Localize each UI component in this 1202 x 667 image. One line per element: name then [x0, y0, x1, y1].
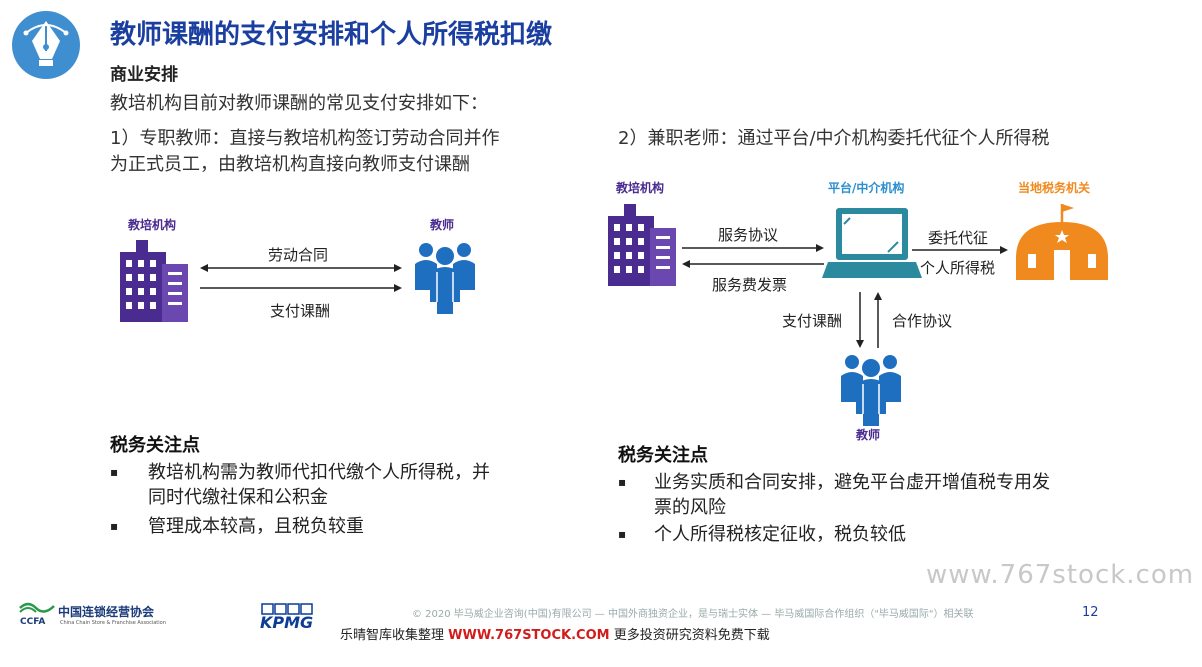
- right-bullet-1-line2: 票的风险: [654, 497, 726, 518]
- left-bullet-1-line1: 教培机构需为教师代扣代缴个人所得税，并: [148, 462, 490, 483]
- ccfa-abbr: CCFA: [20, 617, 46, 627]
- right-building-icon: [608, 204, 676, 286]
- left-teachers-group-icon: [415, 243, 475, 314]
- intro-text: 教培机构目前对教师课酬的常见支付安排如下：: [110, 93, 488, 114]
- right-bullet-1: ▪ 业务实质和合同安排，避免平台虚开增值税专用发 票的风险: [618, 470, 1118, 520]
- page-number: 12: [1082, 605, 1099, 620]
- left-paragraph-line2: 为正式员工，由教培机构直接向教师支付课酬: [110, 154, 470, 175]
- pay-fee-label: 支付课酬: [270, 302, 331, 320]
- left-bullet-1-line2: 同时代缴社保和公积金: [148, 487, 328, 508]
- right-bullet-2-line1: 个人所得税核定征收，税负较低: [654, 524, 906, 545]
- pen-nib-icon: [23, 21, 69, 66]
- bullet-square-icon: ▪: [618, 527, 627, 541]
- collection-note: 乐晴智库收集整理 WWW.767STOCK.COM 更多投资研究资料免费下载: [340, 624, 770, 643]
- entrust-arrow: [912, 246, 1008, 254]
- right-org-label: 教培机构: [616, 181, 665, 195]
- page-title: 教师课酬的支付安排和个人所得税扣缴: [110, 20, 553, 50]
- kpmg-logo: KPMG: [260, 613, 314, 632]
- left-bullet-2: ▪ 管理成本较高，且税负较重: [110, 514, 570, 539]
- left-teacher-label: 教师: [430, 218, 455, 232]
- service-agreement-label: 服务协议: [718, 226, 779, 244]
- kpmg-logo-boxes-icon: [261, 603, 313, 615]
- ccfa-english-name: China Chain Store & Franchise Associatio…: [60, 620, 166, 626]
- footer-copyright: © 2020 毕马威企业咨询(中国)有限公司 — 中国外商独资企业，是与瑞士实体…: [412, 609, 974, 620]
- right-paragraph: 2）兼职老师：通过平台/中介机构委托代征个人所得税: [618, 128, 1050, 149]
- entrust-line2-label: 个人所得税: [920, 259, 996, 277]
- collection-prefix: 乐晴智库收集整理: [340, 628, 445, 643]
- left-arrows: [200, 264, 402, 292]
- header-logo: [12, 11, 80, 79]
- collection-url-link[interactable]: WWW.767STOCK.COM: [448, 628, 610, 643]
- bullet-square-icon: ▪: [618, 475, 627, 489]
- section-subheading: 商业安排: [110, 65, 178, 85]
- right-bullet-1-line1: 业务实质和合同安排，避免平台虚开增值税专用发: [654, 472, 1050, 493]
- vertical-arrows: [856, 292, 882, 348]
- right-tax-heading: 税务关注点: [618, 445, 708, 466]
- bullet-square-icon: ▪: [110, 465, 119, 479]
- bullet-square-icon: ▪: [110, 519, 119, 533]
- left-paragraph-line1: 1）专职教师：直接与教培机构签订劳动合同并作: [110, 128, 500, 149]
- platform-arrows: [682, 244, 824, 268]
- tax-office-icon: [1016, 204, 1108, 280]
- ccfa-name: 中国连锁经营协会: [58, 605, 155, 619]
- left-tax-heading: 税务关注点: [110, 435, 200, 456]
- left-bullet-1: ▪ 教培机构需为教师代扣代缴个人所得税，并 同时代缴社保和公积金: [110, 460, 570, 510]
- right-pay-fee-label: 支付课酬: [782, 312, 843, 330]
- left-bullet-2-line1: 管理成本较高，且税负较重: [148, 516, 364, 537]
- platform-label: 平台/中介机构: [828, 181, 905, 195]
- left-paragraph: 1）专职教师：直接与教培机构签订劳动合同并作 为正式员工，由教培机构直接向教师支…: [110, 126, 499, 178]
- watermark: www.767stock.com: [926, 560, 1195, 590]
- right-teachers-group-icon: [841, 355, 901, 426]
- collection-suffix: 更多投资研究资料免费下载: [613, 628, 770, 643]
- left-building-icon: [120, 240, 188, 322]
- service-invoice-label: 服务费发票: [712, 276, 788, 294]
- coop-agreement-label: 合作协议: [892, 312, 953, 330]
- entrust-line1-label: 委托代征: [928, 229, 989, 247]
- right-teacher-label: 教师: [856, 428, 881, 442]
- tax-office-label: 当地税务机关: [1018, 181, 1091, 195]
- left-org-label: 教培机构: [128, 218, 177, 232]
- ccfa-logo-icon: [19, 602, 55, 613]
- laptop-icon: [822, 208, 922, 278]
- labor-contract-label: 劳动合同: [268, 246, 329, 264]
- right-bullet-2: ▪ 个人所得税核定征收，税负较低: [618, 522, 1118, 547]
